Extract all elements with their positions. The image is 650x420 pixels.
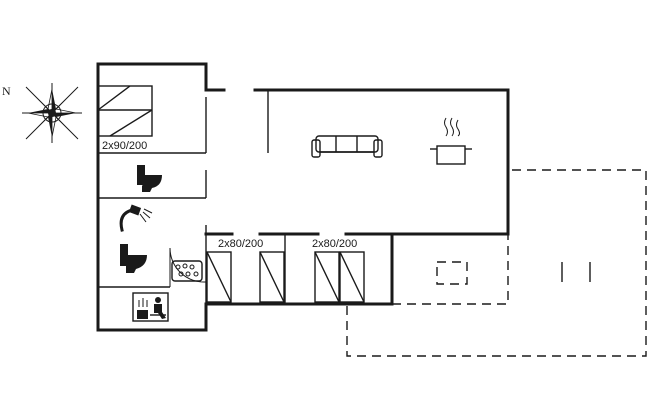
sauna-icon <box>132 292 169 322</box>
toilet-icon-1 <box>137 165 162 192</box>
wardrobe-3 <box>259 251 285 303</box>
wardrobe-2 <box>206 251 232 303</box>
interior-walls <box>98 90 422 306</box>
north-label: N <box>2 84 11 98</box>
toilet-icon-2 <box>120 244 147 273</box>
cooking-pot-icon <box>430 117 472 165</box>
wardrobe-5 <box>339 251 365 303</box>
bed-label-bedroom-3: 2x80/200 <box>312 238 357 250</box>
wardrobe-4 <box>314 251 340 303</box>
whirlpool-icon <box>171 260 203 282</box>
bed-label-bedroom-1: 2x90/200 <box>102 140 147 152</box>
terrace-outline <box>346 169 647 357</box>
shower-icon <box>119 204 153 232</box>
exterior-walls <box>96 62 510 332</box>
bed-label-bedroom-2: 2x80/200 <box>218 238 263 250</box>
wardrobe-1 <box>97 85 153 137</box>
compass-rose-icon <box>22 83 82 143</box>
sofa-icon <box>311 135 383 158</box>
